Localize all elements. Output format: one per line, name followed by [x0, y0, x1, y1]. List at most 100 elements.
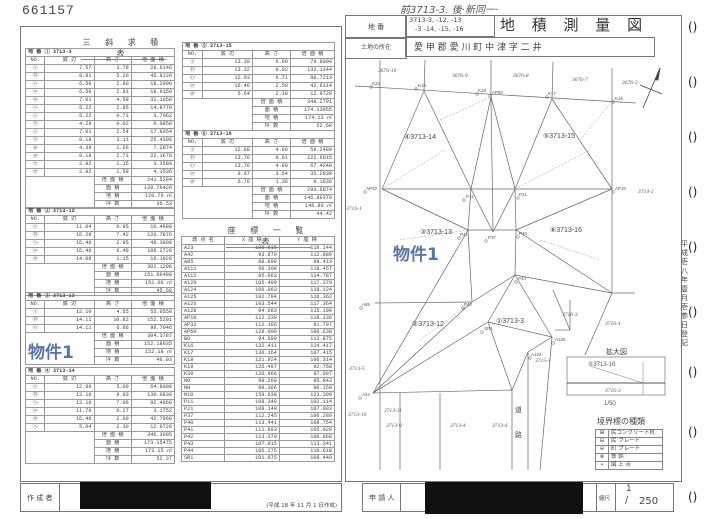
- parcel-label-3713-13: ③3713-13: [420, 228, 452, 236]
- survey-point-marker: [488, 94, 492, 98]
- punch-hole: (): [688, 490, 698, 504]
- survey-point-label: A85: [362, 302, 371, 307]
- survey-point-marker: [545, 95, 549, 99]
- area-unit: ㎡: [166, 193, 172, 200]
- survey-point-label: P42: [464, 302, 473, 307]
- legend-symbol-icon: ⊗: [595, 453, 609, 462]
- lot-label: 3715-3: [534, 358, 551, 364]
- survey-point-marker: [514, 280, 518, 284]
- punch-hole: (): [688, 185, 698, 199]
- survey-point-marker: [516, 196, 520, 200]
- boundary-lines: [354, 59, 637, 471]
- survey-point-label: P11: [466, 194, 474, 199]
- survey-point-label: AP32: [366, 186, 378, 191]
- survey-point-marker: [551, 341, 555, 345]
- legend-item: •図 上 点: [595, 461, 663, 470]
- summary-label: 坪 数: [93, 356, 132, 365]
- lot-label: 3713-5: [348, 366, 365, 372]
- survey-point-marker: [480, 330, 484, 334]
- road-label: 路: [515, 430, 522, 439]
- legend-symbol-icon: ⊞: [595, 429, 609, 438]
- survey-point-label: P21: [519, 192, 528, 197]
- road-label: 道: [515, 405, 522, 414]
- punch-hole: (): [688, 365, 698, 379]
- enlarged-view-box: [566, 356, 666, 396]
- survey-point-marker: [611, 190, 615, 194]
- survey-point-label: P37: [488, 235, 497, 240]
- survey-point-label: AP50: [492, 90, 504, 95]
- enlarged-view-lot: 3716-3: [604, 388, 621, 394]
- legend-label: 町 プレート: [608, 445, 663, 454]
- lot-label: 3676-10: [377, 68, 397, 74]
- parcel-value-line1: 3713-3, -12, -13: [409, 16, 462, 24]
- punch-hole: (): [688, 130, 698, 144]
- property-stamp: 物件1: [28, 343, 74, 363]
- summary-label: 坪 数: [93, 455, 132, 464]
- summary-value: 46.03: [130, 356, 176, 365]
- enlarged-view-title: 拡大図: [606, 347, 627, 356]
- scale-numerator: 1: [626, 484, 632, 494]
- legend-label: 図 上 点: [608, 461, 663, 470]
- area-unit: ㎡: [166, 280, 172, 287]
- parcel-label-3713-3: ①3713-3: [496, 317, 524, 325]
- applicant-label: 申 請 人: [369, 494, 395, 502]
- document-number: 661157: [22, 3, 75, 18]
- survey-point-label: K17: [548, 91, 557, 96]
- legend-symbol-icon: ⊖: [595, 445, 609, 454]
- punch-hole: (): [688, 20, 698, 34]
- legend-symbol-icon: ⊟: [595, 437, 609, 446]
- summary-value: 52.37: [130, 455, 176, 464]
- legend-title: 境界標の種類: [597, 416, 645, 426]
- lot-label: 3713-6: [491, 423, 508, 429]
- survey-point-marker: [358, 396, 362, 400]
- survey-point-marker: [414, 87, 418, 91]
- survey-point-label: AP10: [615, 186, 627, 191]
- lot-label: 3716-1: [604, 321, 621, 327]
- parcel-label-3713-16: ⑥3713-16: [550, 226, 582, 234]
- table-cell: 109.449: [278, 454, 336, 462]
- parcel-label-3713-14: ④3713-14: [404, 133, 436, 141]
- survey-point-label: K18: [478, 88, 487, 93]
- parcel-labels: ④3713-14 ⑤3713-15 ③3713-13 ⑥3713-16 ②371…: [404, 132, 582, 328]
- survey-point-label: P44: [518, 276, 527, 281]
- survey-point-marker: [457, 236, 461, 240]
- area-unit: ㎡: [166, 349, 172, 356]
- parcel-label-3713-12: ②3713-12: [412, 320, 444, 328]
- enlarged-view-parcel: ⑥3713-16: [588, 361, 616, 368]
- lot-label: 3714-1: [345, 205, 362, 212]
- survey-point-label: SR1: [484, 326, 493, 331]
- lot-label: 3716-3: [561, 312, 578, 318]
- registration-stamp: 平成壱八年壹月壱参日登記: [681, 240, 688, 347]
- redacted-creator: [80, 482, 211, 509]
- lot-label: 3676-8: [512, 73, 529, 79]
- survey-point-marker: [359, 306, 363, 310]
- lot-label: 3676-2: [621, 80, 638, 86]
- survey-point-marker: [528, 356, 532, 360]
- creator-label: 作 成 者: [27, 494, 53, 502]
- survey-point-label: A124: [531, 352, 542, 357]
- survey-point-label: P41: [460, 232, 469, 237]
- parcel-label-3713-15: ⑤3713-15: [543, 132, 575, 140]
- area-unit: ㎡: [326, 115, 332, 122]
- legend-symbol-icon: •: [595, 461, 609, 470]
- survey-point-label: K20: [372, 81, 381, 86]
- lot-label: 3676-9: [451, 73, 468, 79]
- created-date: (平成 18 年 11 月 1 日作成): [266, 503, 337, 509]
- survey-map: [345, 15, 682, 482]
- punch-hole: (): [688, 305, 698, 319]
